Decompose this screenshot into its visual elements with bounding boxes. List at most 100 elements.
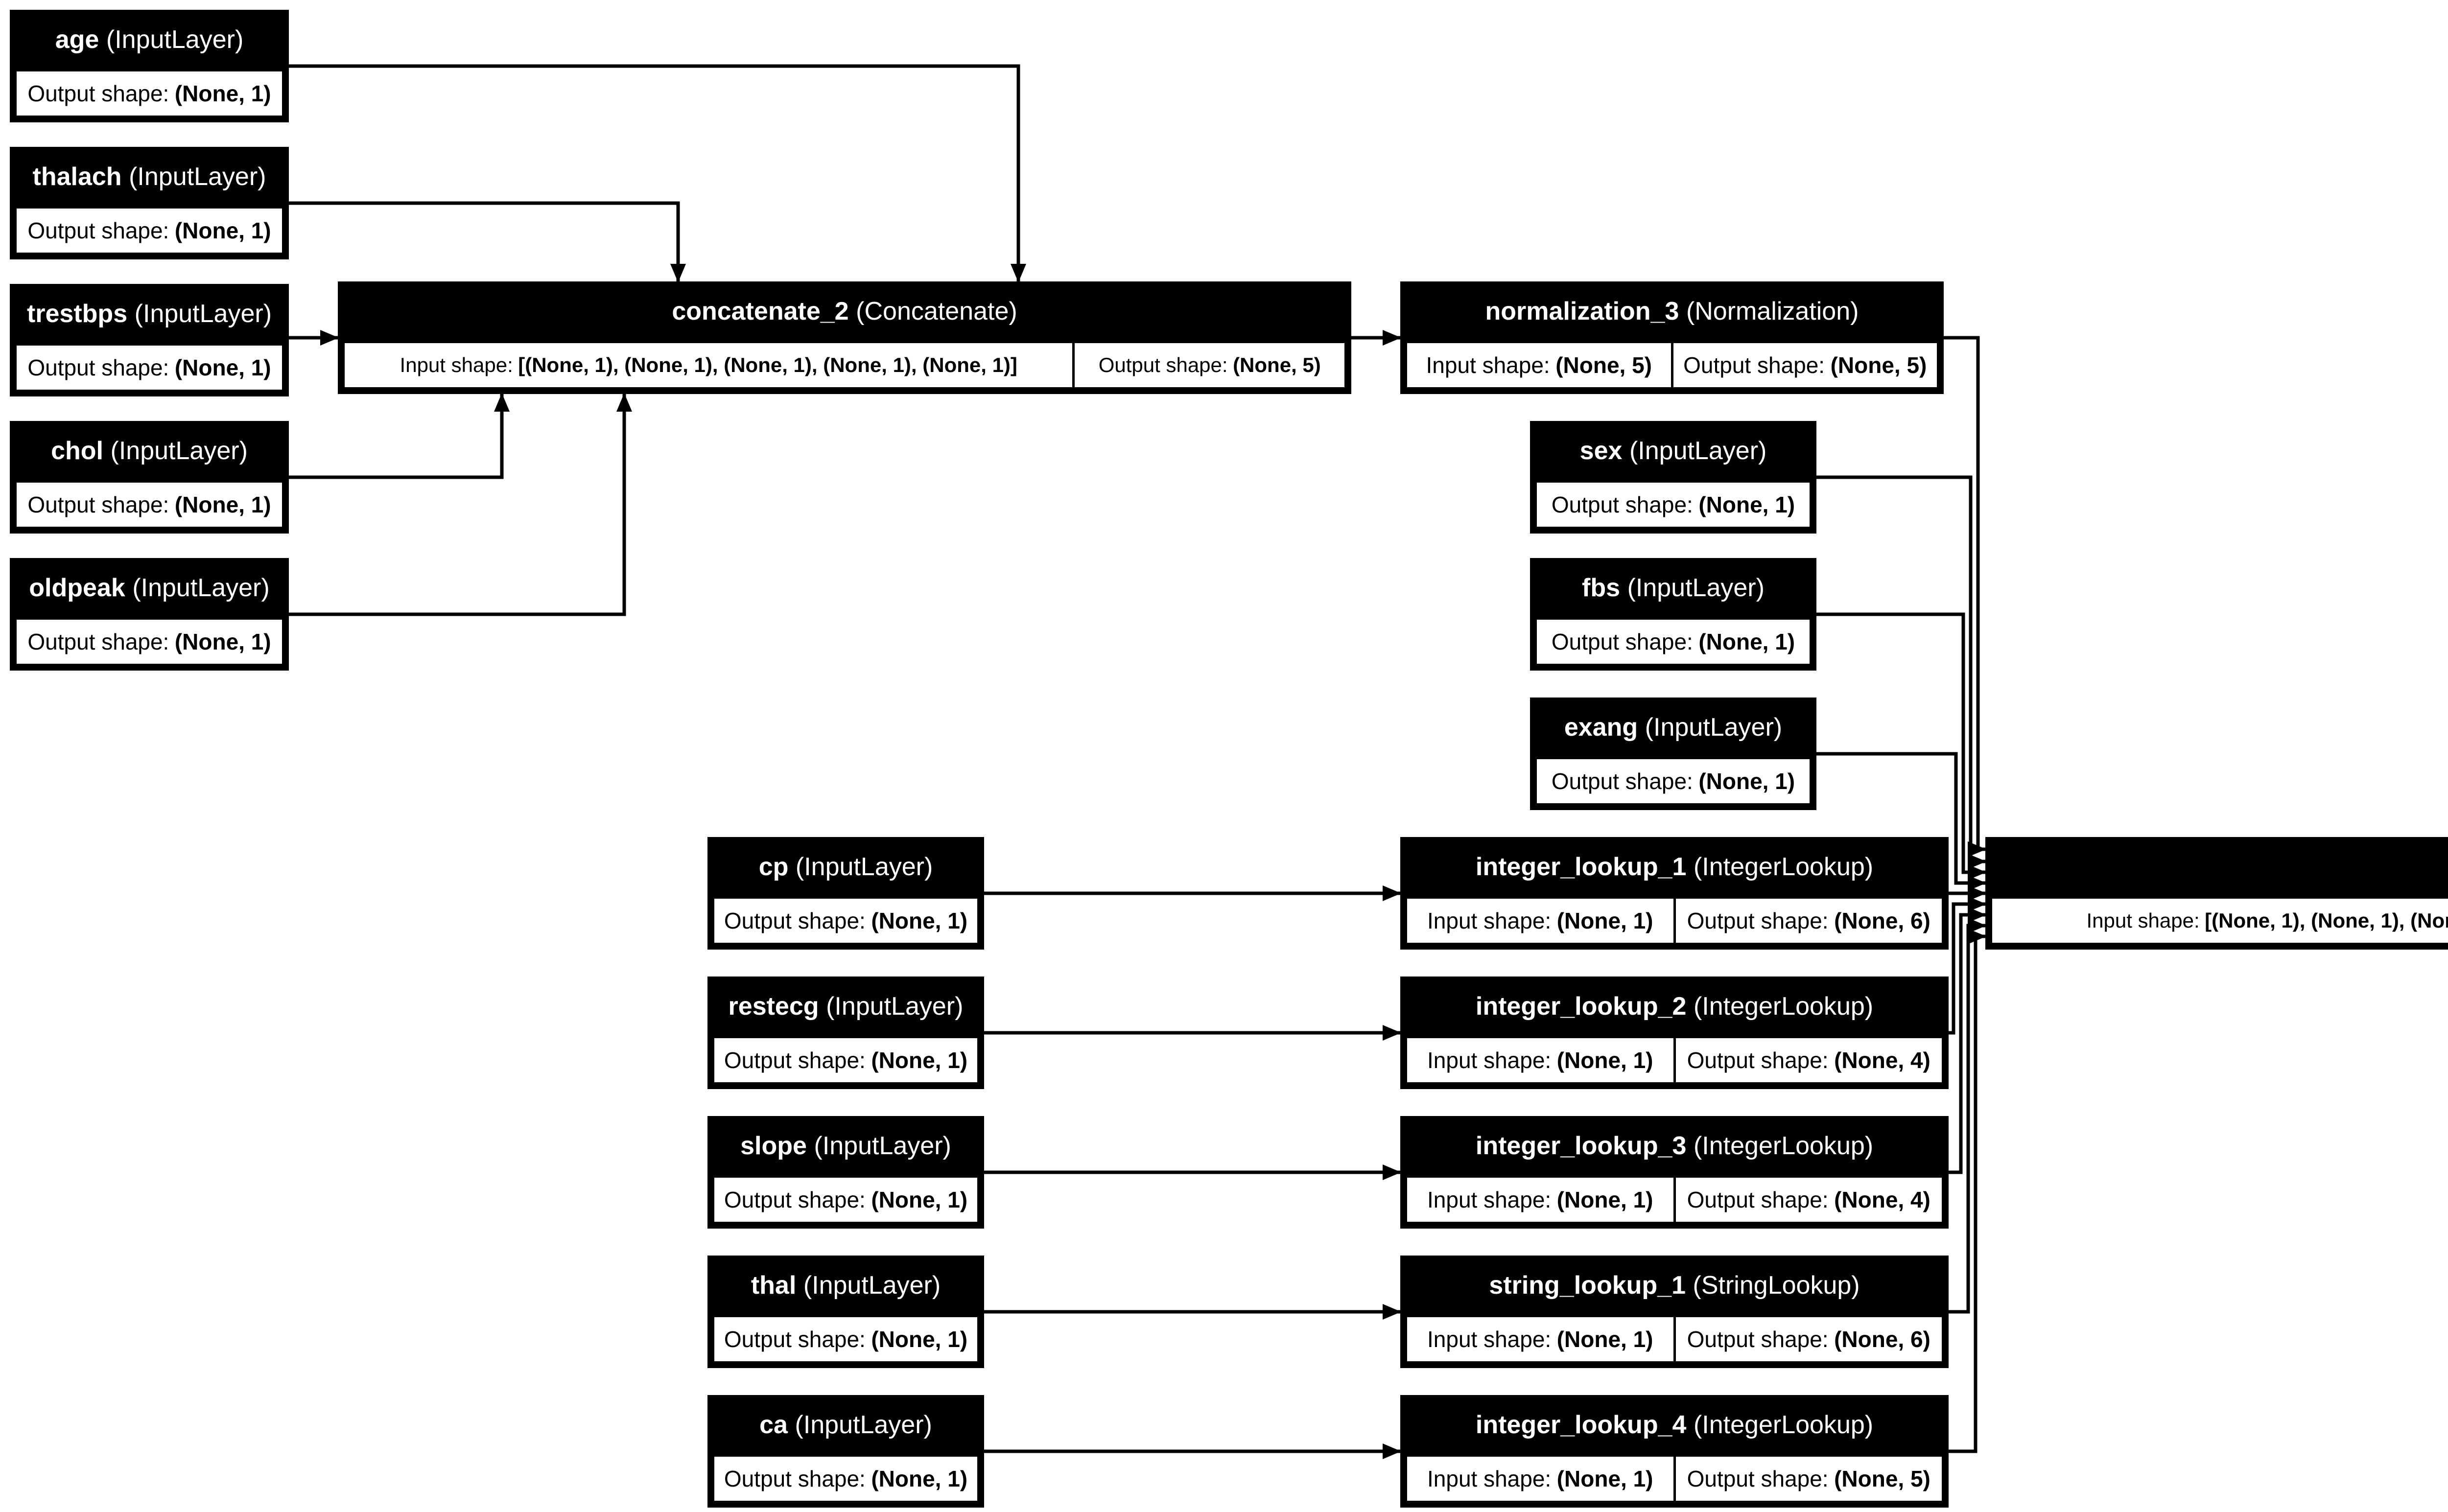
layer-title: trestbps(InputLayer) bbox=[10, 284, 289, 343]
layer-type: (IntegerLookup) bbox=[1693, 992, 1874, 1021]
layer-name: integer_lookup_3 bbox=[1475, 1131, 1687, 1160]
layer-name: oldpeak bbox=[29, 573, 125, 602]
node-sex: sex(InputLayer)Output shape:(None, 1) bbox=[1530, 421, 1816, 534]
shape-label: Output shape: bbox=[1551, 629, 1693, 654]
shape-cells: Input shape:(None, 1)Output shape:(None,… bbox=[1405, 896, 1944, 945]
shape-label: Output shape: bbox=[1551, 768, 1693, 794]
shape-cell: Output shape:(None, 1) bbox=[14, 69, 284, 118]
layer-type: (InputLayer) bbox=[1645, 713, 1783, 742]
layer-name: cp bbox=[758, 852, 789, 881]
shape-cells: Input shape:[(None, 1), (None, 1), (None… bbox=[1990, 896, 2448, 945]
edge-string_lookup_1-to-concatenate_3 bbox=[1949, 918, 1986, 1314]
shape-cell: Output shape:(None, 1) bbox=[14, 617, 284, 666]
shape-cell: Output shape:(None, 1) bbox=[1534, 757, 1812, 806]
shape-value: (None, 1) bbox=[1556, 908, 1653, 933]
layer-title: integer_lookup_1(IntegerLookup) bbox=[1400, 837, 1949, 896]
shape-label: Output shape: bbox=[1098, 353, 1228, 376]
layer-title: thalach(InputLayer) bbox=[10, 147, 289, 206]
layer-type: (IntegerLookup) bbox=[1693, 1410, 1874, 1439]
layer-name: fbs bbox=[1582, 573, 1621, 602]
layer-name: sex bbox=[1579, 436, 1623, 465]
shape-cell: Output shape:(None, 6) bbox=[1675, 896, 1944, 945]
shape-value: (None, 1) bbox=[1698, 768, 1795, 794]
edge-normalization_3-to-concatenate_3 bbox=[1944, 336, 1986, 857]
shape-cells: Output shape:(None, 1) bbox=[712, 1036, 980, 1085]
layer-name: trestbps bbox=[26, 299, 128, 328]
node-thal: thal(InputLayer)Output shape:(None, 1) bbox=[707, 1256, 984, 1368]
edge-integer_lookup_4-to-concatenate_3 bbox=[1949, 929, 1986, 1453]
layer-type: (InputLayer) bbox=[795, 1410, 932, 1439]
shape-cells: Output shape:(None, 1) bbox=[1534, 757, 1812, 806]
shape-cell: Input shape:[(None, 1), (None, 1), (None… bbox=[342, 341, 1075, 390]
shape-cell: Output shape:(None, 1) bbox=[14, 206, 284, 255]
shape-value: (None, 1) bbox=[1556, 1466, 1653, 1491]
shape-value: (None, 1) bbox=[174, 492, 271, 517]
shape-label: Input shape: bbox=[400, 353, 513, 376]
node-age: age(InputLayer)Output shape:(None, 1) bbox=[10, 10, 289, 122]
shape-value: (None, 1) bbox=[174, 629, 271, 654]
edge-thalach-to-concatenate_2 bbox=[289, 201, 686, 282]
shape-label: Input shape: bbox=[1427, 1466, 1552, 1491]
shape-label: Output shape: bbox=[27, 81, 169, 106]
shape-cell: Output shape:(None, 1) bbox=[14, 480, 284, 529]
shape-cells: Output shape:(None, 1) bbox=[1534, 480, 1812, 529]
layer-name: chol bbox=[51, 436, 103, 465]
shape-value: (None, 6) bbox=[1834, 908, 1930, 933]
layer-title: restecg(InputLayer) bbox=[707, 977, 984, 1036]
node-chol: chol(InputLayer)Output shape:(None, 1) bbox=[10, 421, 289, 534]
shape-cells: Output shape:(None, 1) bbox=[712, 1454, 980, 1503]
layer-title: cp(InputLayer) bbox=[707, 837, 984, 896]
layer-title: chol(InputLayer) bbox=[10, 421, 289, 480]
layer-type: (InputLayer) bbox=[134, 299, 272, 328]
shape-label: Input shape: bbox=[1427, 1326, 1552, 1352]
layer-name: ca bbox=[759, 1410, 788, 1439]
node-thalach: thalach(InputLayer)Output shape:(None, 1… bbox=[10, 147, 289, 259]
shape-value: (None, 5) bbox=[1830, 352, 1927, 378]
shape-value: (None, 1) bbox=[1556, 1047, 1653, 1073]
shape-cells: Output shape:(None, 1) bbox=[1534, 617, 1812, 666]
layer-name: concatenate_2 bbox=[672, 297, 849, 326]
layer-title: integer_lookup_2(IntegerLookup) bbox=[1400, 977, 1949, 1036]
shape-cell: Output shape:(None, 1) bbox=[712, 896, 980, 945]
node-integer_lookup_3: integer_lookup_3(IntegerLookup)Input sha… bbox=[1400, 1116, 1949, 1229]
edge-exang-to-concatenate_3 bbox=[1816, 752, 1986, 891]
shape-cell: Output shape:(None, 5) bbox=[1075, 341, 1347, 390]
layer-title: ca(InputLayer) bbox=[707, 1395, 984, 1454]
layer-title: integer_lookup_3(IntegerLookup) bbox=[1400, 1116, 1949, 1175]
shape-value: (None, 5) bbox=[1233, 353, 1321, 376]
shape-value: (None, 1) bbox=[871, 1466, 968, 1491]
layer-name: exang bbox=[1564, 713, 1638, 742]
layer-title: exang(InputLayer) bbox=[1530, 698, 1816, 757]
shape-cell: Input shape:(None, 1) bbox=[1405, 1315, 1676, 1364]
layer-title: concatenate_2(Concatenate) bbox=[338, 281, 1351, 341]
shape-cells: Output shape:(None, 1) bbox=[14, 206, 284, 255]
node-trestbps: trestbps(InputLayer)Output shape:(None, … bbox=[10, 284, 289, 396]
layer-type: (InputLayer) bbox=[110, 436, 248, 465]
shape-cell: Output shape:(None, 1) bbox=[712, 1315, 980, 1364]
shape-cell: Input shape:[(None, 1), (None, 1), (None… bbox=[1990, 896, 2448, 945]
shape-cell: Output shape:(None, 1) bbox=[712, 1175, 980, 1224]
shape-cell: Output shape:(None, 4) bbox=[1675, 1175, 1944, 1224]
layer-type: (Concatenate) bbox=[856, 297, 1017, 326]
layer-title: concatenate_3(Concatenate) bbox=[1985, 837, 2448, 896]
node-oldpeak: oldpeak(InputLayer)Output shape:(None, 1… bbox=[10, 558, 289, 671]
shape-value: (None, 4) bbox=[1834, 1047, 1930, 1073]
shape-value: [(None, 1), (None, 1), (None, 1), (None,… bbox=[2205, 909, 2448, 932]
layer-title: oldpeak(InputLayer) bbox=[10, 558, 289, 617]
node-exang: exang(InputLayer)Output shape:(None, 1) bbox=[1530, 698, 1816, 810]
layer-title: thal(InputLayer) bbox=[707, 1256, 984, 1315]
shape-label: Output shape: bbox=[1687, 1187, 1829, 1212]
shape-label: Input shape: bbox=[2086, 909, 2200, 932]
layer-type: (Normalization) bbox=[1686, 297, 1859, 326]
edge-integer_lookup_3-to-concatenate_3 bbox=[1949, 907, 1986, 1174]
shape-cell: Input shape:(None, 1) bbox=[1405, 896, 1676, 945]
shape-label: Output shape: bbox=[27, 355, 169, 380]
shape-label: Output shape: bbox=[724, 1326, 866, 1352]
shape-cell: Output shape:(None, 1) bbox=[712, 1454, 980, 1503]
shape-label: Input shape: bbox=[1426, 352, 1550, 378]
layer-type: (IntegerLookup) bbox=[1693, 852, 1874, 881]
shape-cells: Output shape:(None, 1) bbox=[14, 480, 284, 529]
edge-fbs-to-concatenate_3 bbox=[1816, 612, 1986, 880]
shape-cell: Input shape:(None, 1) bbox=[1405, 1036, 1676, 1085]
